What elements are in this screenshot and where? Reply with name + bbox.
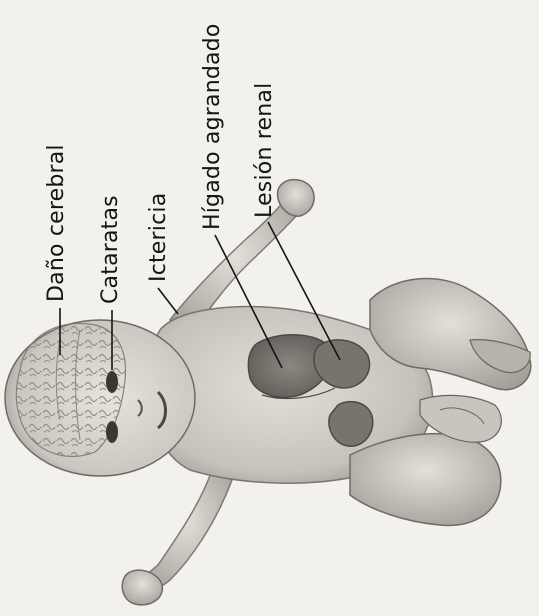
head (5, 320, 195, 476)
label-jaundice: Ictericia (146, 193, 171, 282)
lower-arm (122, 470, 232, 605)
label-cataracts: Cataratas (98, 195, 123, 304)
eye-lower (106, 421, 118, 443)
eye-upper (106, 371, 118, 393)
label-enlarged-liver: Hígado agrandado (200, 23, 225, 230)
label-kidney-damage: Lesión renal (252, 83, 277, 218)
leader-skin (158, 288, 178, 314)
label-brain-damage: Daño cerebral (44, 144, 69, 302)
